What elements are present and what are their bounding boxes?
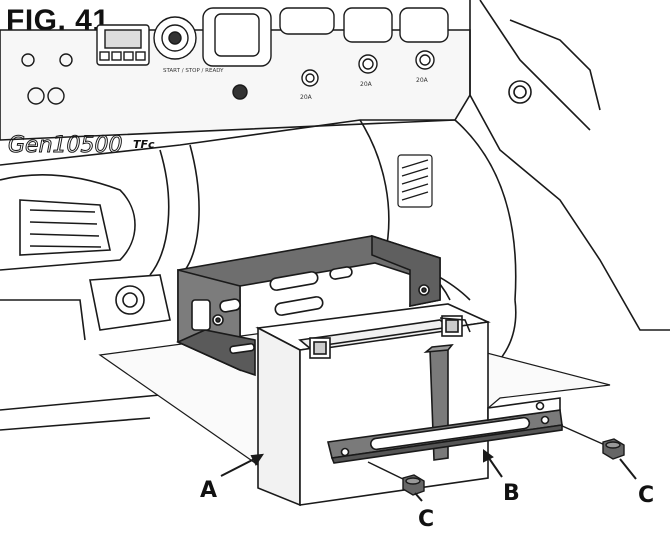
battery (255, 303, 491, 507)
control-label: START / STOP / READY (163, 68, 224, 74)
callout-bolt-left: C (418, 507, 434, 532)
battery-tray (176, 234, 441, 377)
callout-bolt-right: C (638, 483, 654, 508)
brand-model: Gen10500 (8, 133, 123, 158)
outlet-rating-2: 20A (360, 81, 373, 88)
battery-strap (327, 344, 563, 464)
bolt-left (367, 461, 425, 496)
callout-strap: B (503, 481, 520, 506)
callout-labels: A B C C (200, 478, 654, 532)
callout-leaders (220, 449, 637, 502)
outlet-rating-3: 20A (416, 77, 429, 84)
panel-labels: START / STOP / READY 20A 20A 20A Gen1050… (8, 68, 429, 159)
outlet-rating-1: 20A (300, 94, 313, 101)
bolt-right (559, 424, 625, 460)
brand-suffix: TFc (133, 138, 155, 151)
control-panel (21, 7, 449, 105)
callout-battery: A (200, 478, 217, 503)
